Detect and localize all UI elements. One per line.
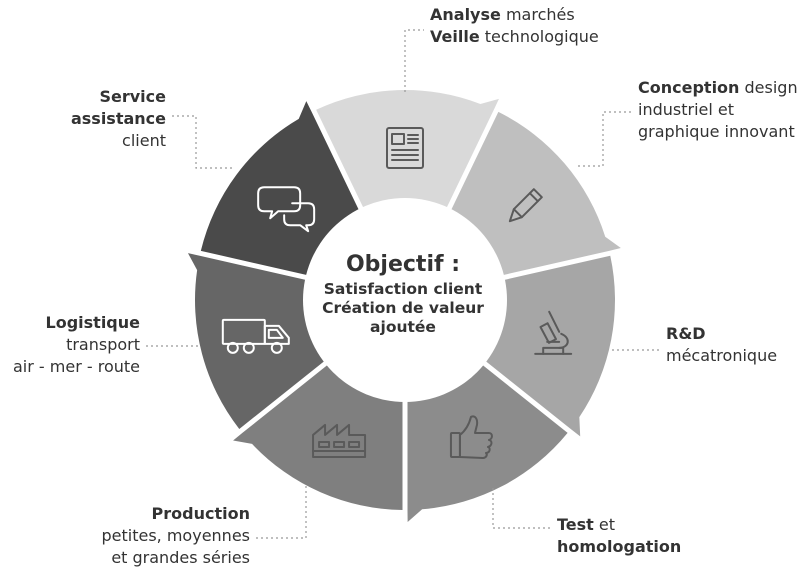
center-subtitle: Satisfaction client Création de valeur a… xyxy=(300,280,506,337)
leader-lines xyxy=(146,29,660,539)
factory-icon xyxy=(312,423,367,458)
pencil-icon xyxy=(508,188,543,223)
truck-icon xyxy=(221,318,290,354)
segment-ring xyxy=(187,90,621,522)
segment-icons xyxy=(221,127,573,459)
center-title: Objectif : xyxy=(345,252,461,277)
label-logistique: Logistique transport air - mer - route xyxy=(13,313,140,376)
segment-production xyxy=(233,363,403,510)
leader-line-service xyxy=(172,115,232,169)
label-service: Service assistance client xyxy=(70,87,166,150)
segment-service xyxy=(200,101,361,276)
label-rd: R&D mécatronique xyxy=(666,324,778,365)
center-line-ajoutee: ajoutée xyxy=(370,318,436,336)
leader-line-conception xyxy=(578,111,632,167)
segment-test xyxy=(407,363,568,522)
center-disc xyxy=(303,198,507,402)
label-production: Production petites, moyennes et grandes … xyxy=(101,504,251,567)
segment-logistique xyxy=(187,253,327,429)
label-analyse: Analyse marchés Veille technologique xyxy=(430,5,599,46)
speech-bubbles-icon xyxy=(257,186,316,233)
thumbs-up-icon xyxy=(449,415,493,459)
newspaper-icon xyxy=(386,127,424,169)
label-test: Test et homologation xyxy=(557,515,682,556)
segment-rd xyxy=(483,255,615,437)
center-line-creation: Création de valeur xyxy=(322,299,484,317)
leader-line-test xyxy=(492,488,550,529)
center-line-satisfaction: Satisfaction client xyxy=(323,280,483,298)
segment-conception xyxy=(449,111,621,276)
leader-line-analyse xyxy=(404,29,424,92)
leader-line-production xyxy=(254,486,307,539)
label-conception: Conception design industriel et graphiqu… xyxy=(638,78,798,141)
microscope-icon xyxy=(534,310,573,355)
